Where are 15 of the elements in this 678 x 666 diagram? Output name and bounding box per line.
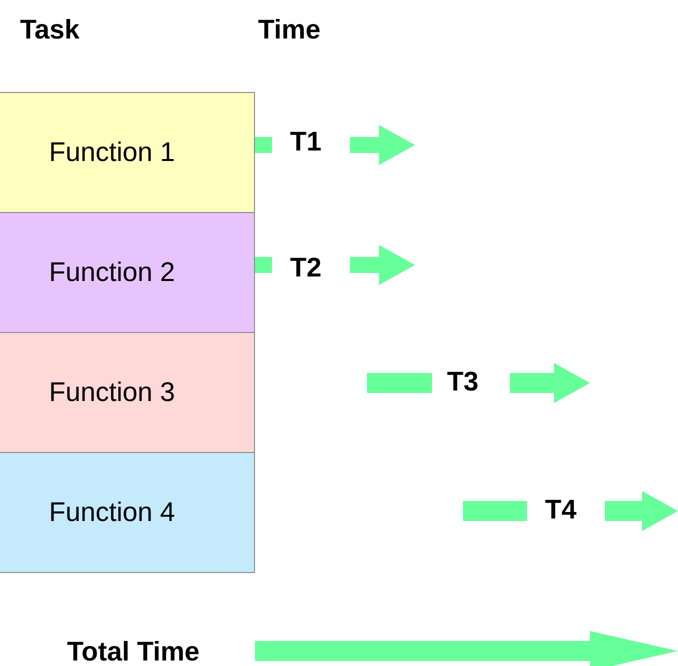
function-label: Function 1 [49,136,176,170]
function-box [0,452,255,573]
function-label: Function 4 [49,496,176,530]
function-box [0,212,255,333]
time-label: T2 [290,254,322,282]
total-label: Total Time [67,638,200,666]
function-label: Function 2 [49,256,176,290]
time-label: T1 [290,128,322,156]
function-box [0,92,255,213]
function-box [0,332,255,453]
column-header: Task [20,16,80,44]
column-header: Time [258,16,321,44]
function-label: Function 3 [49,376,176,410]
time-label: T4 [545,496,577,524]
time-label: T3 [447,368,479,396]
